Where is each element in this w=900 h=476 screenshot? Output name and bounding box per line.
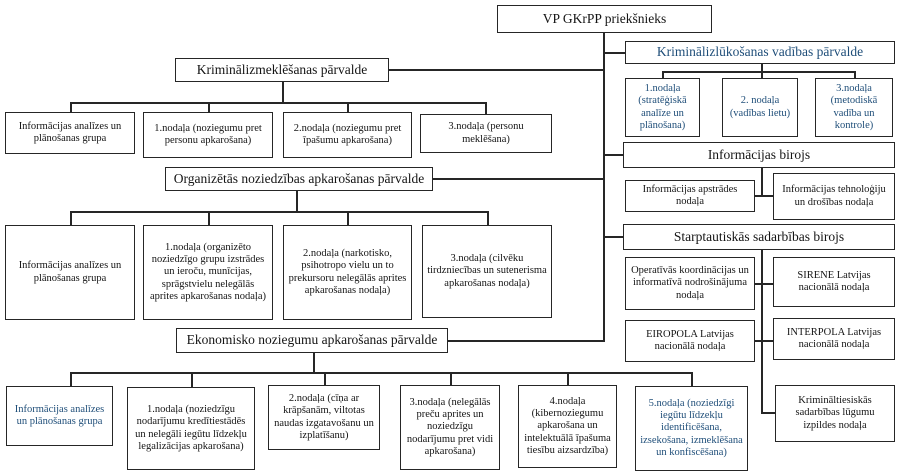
org-node-enp-child-1: 1.nodaļa (noziedzīgu nodarījumu kredītie… bbox=[127, 387, 255, 470]
connector-line bbox=[70, 211, 489, 213]
connector-line bbox=[755, 340, 773, 342]
connector-line bbox=[761, 167, 763, 196]
org-node-enp-header: Ekonomisko noziegumu apkarošanas pārvald… bbox=[176, 328, 448, 353]
org-node-onp-child-2: 2.nodaļa (narkotisko, psihotropo vielu u… bbox=[283, 225, 412, 320]
org-node-ssb-header: Starptautiskās sadarbības birojs bbox=[623, 224, 895, 250]
org-node-onp-child-1: 1.nodaļa (organizēto noziedzīgo grupu iz… bbox=[143, 225, 273, 320]
org-node-enp-child-0: Informācijas analīzes un plānošanas grup… bbox=[6, 386, 113, 446]
org-node-ssb-child-3: INTERPOLA Latvijas nacionālā nodaļa bbox=[773, 318, 895, 360]
org-node-kip-header: Kriminālizmeklēšanas pārvalde bbox=[175, 58, 389, 82]
connector-line bbox=[761, 71, 763, 79]
org-node-ssb-child-2: EIROPOLA Latvijas nacionālā nodaļa bbox=[625, 320, 755, 362]
connector-line bbox=[603, 236, 624, 238]
org-node-ssb-child-0: Operatīvās koordinācijas un informatīvā … bbox=[625, 257, 755, 310]
connector-line bbox=[70, 372, 72, 387]
connector-line bbox=[761, 64, 763, 72]
connector-line bbox=[448, 340, 604, 342]
connector-line bbox=[282, 82, 284, 103]
connector-line bbox=[70, 372, 692, 374]
org-node-kip-child-3: 3.nodaļa (personu meklēšana) bbox=[420, 114, 552, 153]
connector-line bbox=[662, 71, 664, 79]
connector-line bbox=[755, 195, 773, 197]
connector-line bbox=[761, 412, 775, 414]
org-node-kip-child-1: 1.nodaļa (noziegumu pret personu apkaroš… bbox=[143, 112, 273, 158]
org-node-kip-child-0: Informācijas analīzes un plānošanas grup… bbox=[5, 112, 135, 154]
org-node-kvp-header: Kriminālizlūkošanas vadības pārvalde bbox=[625, 41, 895, 64]
org-node-kip-child-2: 2.nodaļa (noziegumu pret īpašumu apkaroš… bbox=[283, 112, 412, 158]
connector-line bbox=[432, 178, 604, 180]
connector-line bbox=[191, 372, 193, 389]
connector-line bbox=[755, 283, 773, 285]
org-node-enp-child-4: 4.nodaļa (kibernoziegumu apkarošana un i… bbox=[518, 385, 617, 468]
org-node-ssb-child-4: Krimināltiesiskās sadarbības lūgumu izpi… bbox=[775, 385, 895, 442]
connector-line bbox=[662, 71, 855, 73]
org-node-enp-child-3: 3.nodaļa (nelegālās preču aprites un noz… bbox=[400, 385, 500, 470]
connector-line bbox=[603, 52, 626, 54]
org-node-enp-child-2: 2.nodaļa (cīņa ar krāpšanām, viltotas na… bbox=[268, 385, 380, 450]
connector-line bbox=[70, 211, 72, 226]
org-node-kvp-child-0: 1.nodaļa (stratēģiskā analīze un plānoša… bbox=[625, 78, 700, 137]
org-node-onp-header: Organizētās noziedzības apkarošanas pārv… bbox=[165, 167, 433, 191]
org-node-root: VP GKrPP priekšnieks bbox=[497, 5, 712, 33]
org-node-ssb-child-1: SIRENE Latvijas nacionālā nodaļa bbox=[773, 257, 895, 307]
org-node-ib-child-0: Informācijas apstrādes nodaļa bbox=[625, 180, 755, 212]
connector-line bbox=[603, 33, 605, 342]
connector-line bbox=[70, 102, 487, 104]
org-node-ib-child-1: Informācijas tehnoloģiju un drošības nod… bbox=[773, 173, 895, 220]
connector-line bbox=[347, 211, 349, 226]
connector-line bbox=[485, 102, 487, 115]
connector-line bbox=[761, 250, 763, 413]
org-node-enp-child-5: 5.nodaļa (noziedzīgi iegūtu līdzekļu ide… bbox=[635, 386, 748, 471]
connector-line bbox=[296, 191, 298, 212]
connector-line bbox=[854, 71, 856, 79]
connector-line bbox=[388, 69, 604, 71]
org-node-kvp-child-1: 2. nodaļa (vadības lietu) bbox=[722, 78, 798, 137]
org-node-onp-child-3: 3.nodaļa (cilvēku tirdzniecības un suten… bbox=[422, 225, 552, 318]
connector-line bbox=[450, 372, 452, 386]
connector-line bbox=[567, 372, 569, 386]
connector-line bbox=[324, 372, 326, 386]
connector-line bbox=[70, 102, 72, 113]
connector-line bbox=[208, 102, 210, 113]
connector-line bbox=[603, 154, 624, 156]
org-node-onp-child-0: Informācijas analīzes un plānošanas grup… bbox=[5, 225, 135, 320]
connector-line bbox=[313, 353, 315, 373]
connector-line bbox=[347, 102, 349, 113]
connector-line bbox=[487, 211, 489, 226]
org-node-kvp-child-2: 3.nodaļa (metodiskā vadība un kontrole) bbox=[815, 78, 893, 137]
connector-line bbox=[691, 372, 693, 387]
connector-line bbox=[208, 211, 210, 226]
org-node-ib-header: Informācijas birojs bbox=[623, 142, 895, 168]
